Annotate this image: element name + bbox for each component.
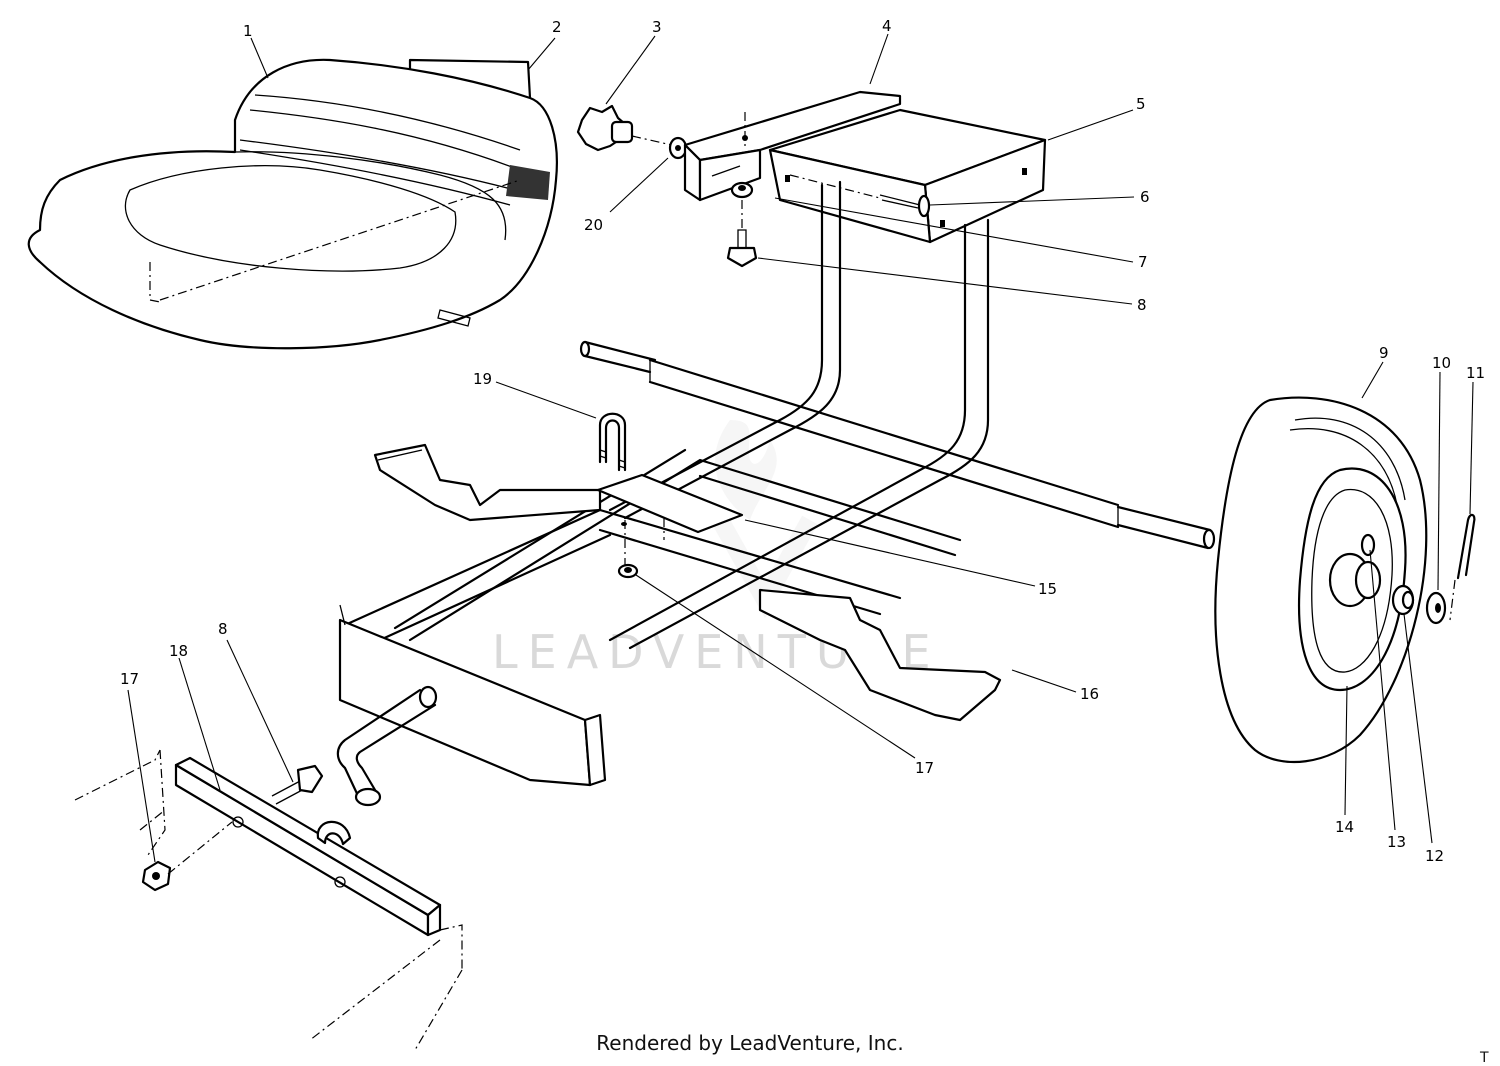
nut-17-mid — [617, 563, 639, 579]
callout-13: 13 — [1387, 833, 1406, 851]
callout-10: 10 — [1432, 354, 1451, 372]
callout-3: 3 — [652, 18, 662, 36]
screw-8-top — [726, 200, 758, 268]
callout-14: 14 — [1335, 818, 1354, 836]
tractor-frame-phantom — [74, 749, 463, 1051]
nut-7 — [730, 181, 754, 199]
hitch-tube — [336, 685, 438, 807]
callout-8-lower: 8 — [218, 620, 228, 638]
corner-mark: T — [1480, 1050, 1489, 1066]
callout-2: 2 — [552, 18, 562, 36]
callout-17-lower: 17 — [120, 670, 139, 688]
nut-17-lower — [141, 821, 233, 892]
callout-5: 5 — [1136, 95, 1146, 113]
seat — [27, 58, 558, 350]
washer-20 — [668, 136, 688, 160]
seat-knob — [576, 104, 677, 152]
callout-1: 1 — [243, 22, 253, 40]
mount-plate — [596, 473, 744, 570]
callout-15: 15 — [1038, 580, 1057, 598]
callouts: 1 2 3 4 5 6 7 8 8 9 10 11 12 13 14 15 16… — [120, 17, 1485, 865]
callout-9: 9 — [1379, 344, 1389, 362]
callout-17-mid: 17 — [915, 759, 934, 777]
footer-credit: Rendered by LeadVenture, Inc. — [596, 1031, 904, 1055]
front-beam — [338, 604, 607, 787]
foot-rest-right — [758, 588, 1002, 722]
callout-11: 11 — [1466, 364, 1485, 382]
wheel — [1214, 396, 1428, 764]
callout-18: 18 — [169, 642, 188, 660]
callout-19: 19 — [473, 370, 492, 388]
callout-20: 20 — [584, 216, 603, 234]
frame-uprights — [608, 180, 990, 650]
callout-6: 6 — [1140, 188, 1150, 206]
callout-7: 7 — [1138, 253, 1148, 271]
bolt-6 — [789, 174, 931, 218]
callout-16: 16 — [1080, 685, 1099, 703]
bolt-8-lower — [271, 764, 324, 805]
hitch-plate — [174, 756, 442, 937]
foot-rest-left — [373, 443, 602, 522]
callout-12: 12 — [1425, 847, 1444, 865]
wheel-bushing — [1391, 584, 1415, 616]
callout-8-top: 8 — [1137, 296, 1147, 314]
wheel-washer — [1425, 591, 1447, 625]
rear-axle — [579, 340, 1216, 550]
hairpin-cotter — [1449, 513, 1476, 621]
seat-bracket — [683, 90, 902, 202]
callout-4: 4 — [882, 17, 892, 35]
u-bolt — [598, 412, 627, 472]
